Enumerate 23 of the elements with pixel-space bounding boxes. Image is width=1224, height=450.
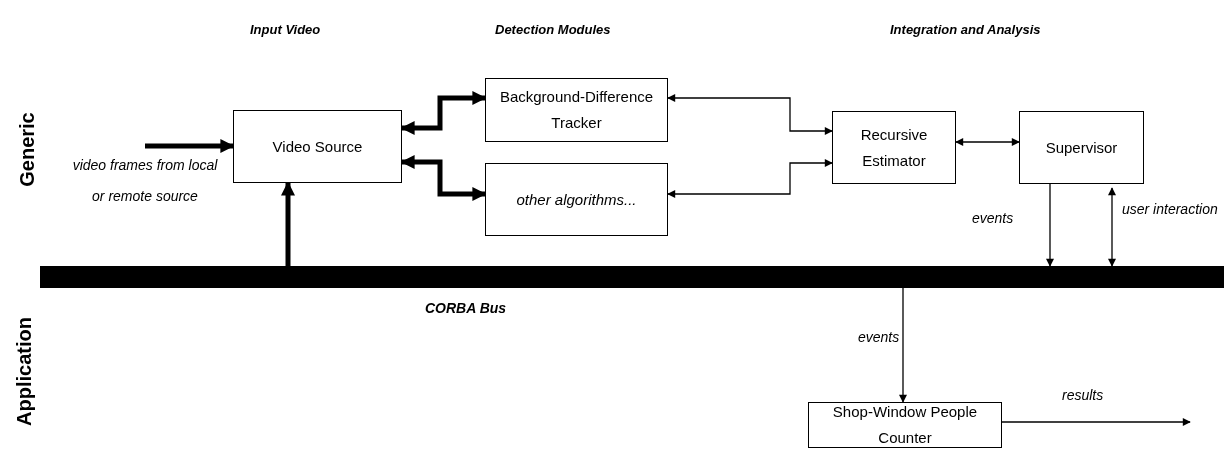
process-box: Shop-Window People Counter <box>808 402 1002 448</box>
arrow <box>400 155 487 201</box>
process-box: other algorithms... <box>485 163 668 236</box>
arrow <box>667 94 833 135</box>
column-heading: Integration and Analysis <box>890 22 1041 37</box>
arrow <box>1001 418 1191 426</box>
section-label: Generic <box>15 112 39 187</box>
process-box: Supervisor <box>1019 111 1144 184</box>
process-box: Background-Difference Tracker <box>485 78 668 142</box>
arrow <box>1108 187 1116 267</box>
arrow <box>955 138 1020 146</box>
arrow <box>281 181 295 266</box>
arrow <box>145 139 235 153</box>
bus-label: CORBA Bus <box>425 300 507 316</box>
arrow <box>1046 183 1054 267</box>
column-heading: Input Video <box>250 22 321 37</box>
arrow <box>899 287 907 403</box>
arrow <box>667 159 833 198</box>
arrow <box>400 91 487 135</box>
column-heading: Detection Modules <box>495 22 611 37</box>
process-box: Recursive Estimator <box>832 111 956 184</box>
section-label: Application <box>12 317 36 426</box>
process-box: Video Source <box>233 110 402 183</box>
